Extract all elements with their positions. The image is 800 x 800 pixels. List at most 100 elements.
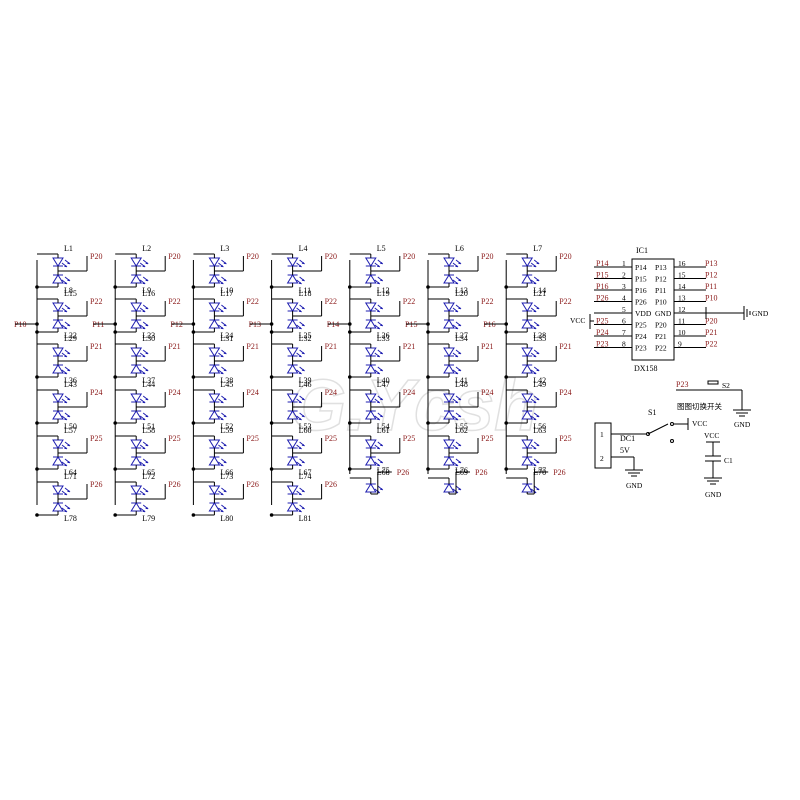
led-l16 [130,302,149,313]
led-l32 [286,347,305,358]
arrow-head [220,447,224,449]
row-net: P24 [325,388,337,397]
led-l58 [130,439,149,450]
led-l64 [52,456,71,467]
led-label: L2 [142,244,151,253]
row-net: P25 [325,434,337,443]
arrow-head [145,507,149,509]
arrow-head [223,490,227,492]
arrow-head [64,510,67,512]
led-label: L17 [220,289,233,298]
ic-pin-name: GND [655,309,672,318]
diode-triangle [208,485,221,495]
diode-triangle [130,274,143,284]
led-label: L80 [220,514,233,523]
row-net: P20 [403,252,415,261]
led-label: L57 [64,426,77,435]
junction-dot [191,375,196,379]
led-label: L28 [533,331,546,340]
led-l45 [208,393,227,404]
diode-triangle [130,502,143,512]
diode-triangle [208,439,221,449]
led-l4 [286,257,305,268]
arrow-head [379,352,383,354]
row-net: P22 [168,297,180,306]
arrow-head [142,447,146,449]
diode-triangle [208,257,221,267]
led-l22 [52,319,71,330]
arrow-head [67,398,70,400]
ic-left-net: P23 [596,340,608,349]
arrow-head [533,282,537,284]
arrow-head [142,464,146,466]
diode-triangle [208,502,221,512]
arrow-head [142,265,146,267]
arrow-head [533,265,537,267]
led-l8 [52,274,71,285]
diode-triangle [208,347,221,357]
switch-s2-net: P23 [676,380,688,389]
led-label: L13 [455,286,468,295]
led-label: L55 [455,422,468,431]
arrow-head [536,324,540,326]
ic-pin-name: P15 [635,275,647,284]
row-net: P22 [559,297,571,306]
arrow-head [533,447,537,449]
vcc-label: VCC [692,419,707,428]
arrow-head [458,461,461,463]
led-label: L43 [64,380,77,389]
arrow-head [458,324,461,326]
arrow-head [298,327,302,329]
row-net: P21 [168,342,180,351]
diode-triangle [130,302,143,312]
arrow-head [145,262,149,264]
arrow-head [64,464,67,466]
arrow-head [145,461,149,463]
arrow-head [64,447,67,449]
diode-triangle [286,502,299,512]
led-label: L30 [142,334,155,343]
led-label: L61 [377,426,390,435]
junction-dot [504,330,509,334]
led-l13 [443,274,462,285]
junction-dot [35,421,39,425]
ic-left-net: P25 [596,317,608,326]
led-l81 [286,502,305,513]
led-label: L29 [64,334,77,343]
led-label: L78 [64,514,77,523]
led-l77 [521,483,540,494]
led-l78 [52,502,71,513]
ic-right-net: P20 [705,317,717,326]
arrow-head [536,415,540,417]
arrow-head [223,279,227,281]
led-label: L31 [220,334,233,343]
diode-triangle [208,410,221,420]
diode-triangle [364,257,377,267]
arrow-head [458,279,461,281]
led-l35 [521,347,540,358]
diode-triangle [443,257,455,267]
diode-triangle [286,257,299,267]
diode-triangle [130,319,143,329]
row-net: P20 [168,252,180,261]
arrow-head [533,355,537,357]
arrow-head [301,262,305,264]
arrow-head [64,401,67,403]
led-label: L50 [64,422,77,431]
row-net: P26 [397,468,409,477]
arrow-head [220,355,224,357]
diode-triangle [52,347,64,357]
arrow-head [533,464,537,466]
junction-dot [35,285,39,289]
junction-dot [269,513,274,517]
diode-triangle [443,319,455,329]
led-l73 [208,485,227,496]
arrow-head [298,464,302,466]
ic-left-net: P16 [596,282,608,291]
arrow-head [220,401,224,403]
arrow-head [536,488,540,490]
ic-body [631,258,675,361]
row-net: P26 [246,480,258,489]
diode-triangle [364,319,377,329]
arrow-head [536,307,540,309]
